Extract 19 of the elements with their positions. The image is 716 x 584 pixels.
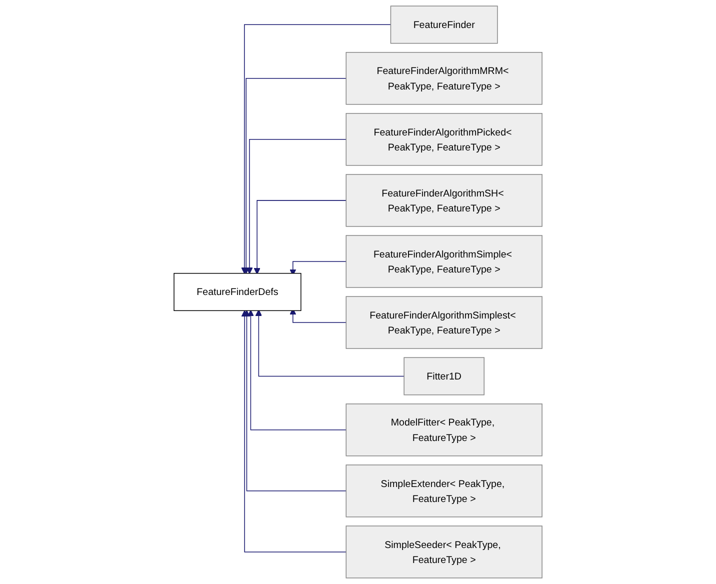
- arrow: [241, 24, 392, 274]
- arrow: [242, 78, 346, 274]
- arrow: [254, 200, 346, 274]
- node-box: FeatureFinderAlgorithmSimple< PeakType, FeatureType >: [346, 235, 542, 288]
- arrow: [243, 310, 346, 492]
- arrow: [255, 309, 404, 377]
- node-box: FeatureFinderDefs: [174, 272, 302, 312]
- arrow: [246, 139, 346, 274]
- node-box: SimpleExtender< PeakType, FeatureType >: [346, 464, 542, 518]
- node-box: FeatureFinderAlgorithmMRM< PeakType, FeatureType >: [346, 52, 542, 105]
- node-box: FeatureFinderAlgorithmSH< PeakType, FeatureType >: [346, 174, 542, 227]
- node-box: FeatureFinder: [390, 6, 498, 44]
- node-box: FeatureFinderAlgorithmPicked< PeakType, FeatureType >: [346, 113, 542, 166]
- node-box: FeatureFinderAlgorithmSimplest< PeakType, FeatureType >: [346, 296, 542, 349]
- node-box: ModelFitter< PeakType, FeatureType >: [346, 404, 542, 456]
- arrow: [241, 310, 346, 552]
- node-box: SimpleSeeder< PeakType, FeatureType >: [346, 526, 542, 578]
- arrow: [247, 310, 346, 430]
- node-box: Fitter1D: [404, 357, 484, 396]
